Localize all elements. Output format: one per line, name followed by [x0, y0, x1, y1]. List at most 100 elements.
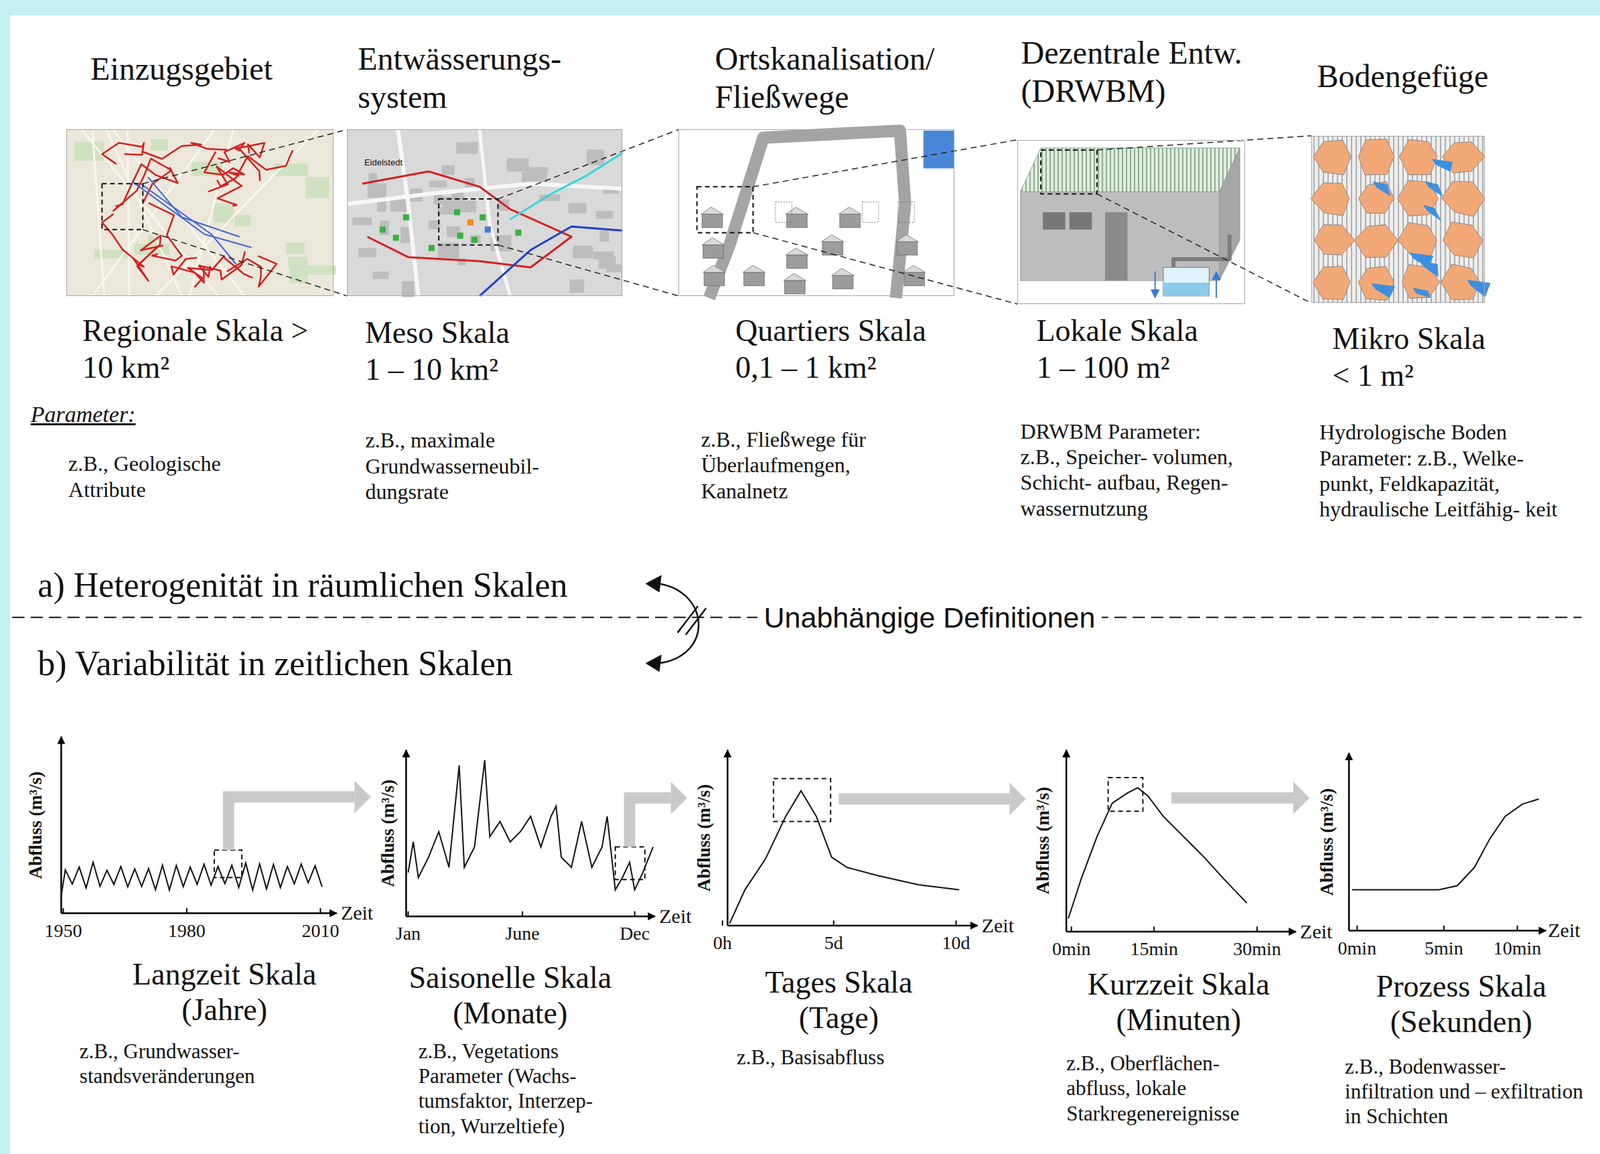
map-green	[285, 242, 305, 255]
chart-panel: Langzeit Skala (Jahre)	[21, 730, 343, 918]
axis-tick	[407, 911, 409, 917]
scale-label: Quartiers Skala 0,1 – 1 km²	[735, 312, 960, 386]
tick-label: 30min	[1232, 937, 1282, 961]
axis-label: Abfluss (m³/s)	[377, 779, 399, 887]
soil-aggregate	[1358, 139, 1394, 175]
scale-label: Mikro Skala < 1 m²	[1332, 320, 1508, 394]
catchment-boundary	[216, 150, 293, 187]
map-place-name: Eidelstedt	[364, 157, 403, 169]
drwbm-marker	[379, 226, 386, 233]
y-axis	[60, 736, 63, 914]
house	[703, 245, 724, 259]
hydrograph	[1352, 798, 1540, 891]
building-block	[586, 149, 605, 165]
scale-label: Meso Skala 1 – 10 km²	[365, 314, 533, 388]
axis-tick	[1443, 925, 1445, 931]
zoom-arrow-shaft	[1171, 792, 1294, 804]
scale-example: z.B., Grundwasser- standsveränderungen	[79, 1038, 308, 1089]
parameter-text: z.B., Fließwege für Überlaufmengen, Kana…	[701, 426, 899, 504]
house	[786, 255, 808, 269]
building-block	[367, 183, 387, 199]
zoom-line	[142, 129, 347, 184]
soil-pore	[1424, 181, 1443, 197]
building-block	[572, 247, 593, 259]
zoom-arrow-head	[1009, 782, 1026, 816]
zoom-line	[142, 229, 347, 297]
stream	[510, 153, 623, 220]
chart-panel: Tages Skala (Tage)	[689, 744, 984, 930]
building-block	[506, 158, 530, 172]
chart-panel: Prozess Skala (Sekunden)	[1312, 746, 1552, 935]
x-axis	[60, 912, 337, 915]
x-axis	[1348, 929, 1546, 932]
house	[904, 272, 925, 286]
system-boundary	[362, 171, 572, 268]
chart-title: Kurzzeit Skala (Minuten)	[1072, 967, 1284, 1039]
panel-heading: Entwässerungs- system	[357, 39, 589, 117]
axis-tick	[1070, 926, 1073, 932]
zoom-frame	[101, 183, 143, 230]
building-block	[598, 255, 617, 269]
building-ground	[1017, 139, 1246, 305]
soil-pore	[1423, 204, 1442, 222]
tick-label: Dec	[619, 922, 650, 945]
soil-aggregate	[1313, 139, 1351, 175]
flow-arrow-head	[1151, 289, 1160, 299]
building-block	[352, 217, 372, 226]
zoom-frame	[773, 778, 831, 822]
tick-label: 0min	[1338, 936, 1377, 960]
panel-heading: Einzugsgebiet	[90, 49, 273, 89]
map-river	[141, 184, 237, 265]
tick-label: 10d	[942, 931, 971, 955]
house	[701, 214, 722, 228]
house	[786, 214, 808, 228]
soil-aggregate	[1397, 222, 1437, 259]
house	[822, 241, 843, 256]
house-roof	[701, 206, 724, 215]
building-block	[596, 210, 614, 220]
section-heading: a) Heterogenität in räumlichen Skalen	[37, 564, 568, 607]
axis-tick	[634, 911, 636, 917]
axis-label: Zeit	[340, 900, 374, 925]
soil-pore	[1412, 287, 1431, 298]
axis-label: Zeit	[1299, 919, 1333, 944]
cistern	[1163, 267, 1210, 297]
panel-heading: Ortskanalisation/ Fließwege	[715, 39, 964, 117]
map-green	[234, 214, 251, 227]
building-block	[470, 235, 481, 243]
zoom-line	[1097, 193, 1312, 303]
map-river	[131, 181, 252, 248]
soil-aggregate	[1399, 139, 1438, 175]
scale-panel: BodengefügeMikro Skala < 1 m²	[1311, 135, 1485, 304]
drwbm-marker	[393, 234, 400, 241]
scale-panel: Dezentrale Entw. (DRWBM)Lokale Skala 1 –…	[1017, 139, 1246, 305]
house-roof	[785, 206, 809, 215]
catchment-boundary	[208, 166, 242, 207]
scale-example: z.B., Vegetations Parameter (Wachs- tums…	[418, 1038, 623, 1139]
flow-arrow-head	[1212, 271, 1221, 280]
soil-aggregate	[1441, 181, 1485, 217]
house-roof	[831, 268, 855, 276]
drwbm-marker	[484, 226, 491, 233]
y-axis	[405, 750, 408, 917]
soil-pore	[1466, 279, 1491, 298]
house-roof	[838, 206, 862, 215]
axis-label: Zeit	[1547, 918, 1580, 943]
hydrograph	[729, 790, 960, 924]
x-axis	[1066, 930, 1296, 933]
zoom-frame	[1040, 150, 1098, 195]
soil-aggregate	[1313, 265, 1351, 300]
axis-label: Zeit	[659, 904, 692, 929]
map-ground	[66, 129, 334, 296]
street-map-ground	[346, 129, 623, 296]
zoom-frame	[214, 849, 242, 878]
parking-icon	[898, 202, 915, 223]
tick-label: 0h	[713, 931, 733, 955]
stream	[479, 226, 623, 297]
tick-label: 1980	[168, 919, 206, 943]
drwbm-marker	[515, 229, 522, 236]
zoom-frame	[438, 198, 498, 246]
axis-tick	[1153, 926, 1155, 932]
parameter-text: z.B., maximale Grundwasserneubil- dungsr…	[365, 427, 587, 505]
